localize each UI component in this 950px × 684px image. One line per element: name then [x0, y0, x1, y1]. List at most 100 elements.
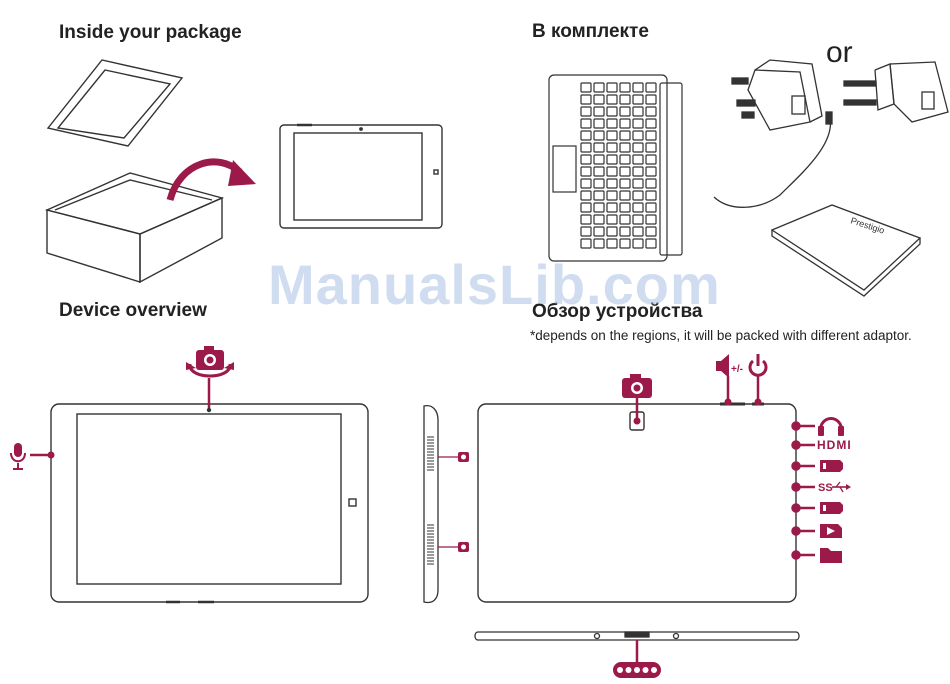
tablet-bottom-illustration: [475, 632, 799, 640]
keyboard-key: [581, 83, 591, 92]
keyboard-key: [594, 227, 604, 236]
keyboard-key: [581, 179, 591, 188]
keyboard-key: [607, 215, 617, 224]
keyboard-key: [646, 179, 656, 188]
keyboard-key: [594, 215, 604, 224]
keyboard-key: [620, 83, 630, 92]
tablet-back-illustration: [478, 404, 796, 602]
arrow-icon: [170, 160, 256, 200]
keyboard-key: [633, 143, 643, 152]
camera-icon: [622, 374, 652, 425]
docking-connector-icon: [613, 640, 661, 678]
keyboard-key: [594, 203, 604, 212]
keyboard-key: [620, 203, 630, 212]
keyboard-key: [633, 95, 643, 104]
keyboard-key: [594, 83, 604, 92]
keyboard-key: [646, 155, 656, 164]
keyboard-key: [633, 131, 643, 140]
keyboard-key: [594, 167, 604, 176]
keyboard-key: [620, 119, 630, 128]
keyboard-key: [607, 155, 617, 164]
side-button-icon: [438, 452, 469, 552]
keyboard-key: [607, 83, 617, 92]
keyboard-key: [581, 215, 591, 224]
pogo-pin: [634, 667, 640, 673]
keyboard-dock-illustration: [549, 75, 682, 261]
volume-label: +/-: [731, 364, 743, 375]
sim-icon: [820, 548, 842, 563]
keyboard-key: [607, 131, 617, 140]
tablet-package-illustration: [280, 125, 442, 228]
keyboard-key: [581, 191, 591, 200]
keyboard-key: [607, 143, 617, 152]
keyboard-key: [620, 167, 630, 176]
keyboard-key: [633, 203, 643, 212]
keyboard-key: [646, 215, 656, 224]
keyboard-key: [646, 107, 656, 116]
package-box-illustration: [47, 60, 222, 282]
keyboard-key: [646, 239, 656, 248]
keyboard-key: [607, 167, 617, 176]
keyboard-key: [594, 191, 604, 200]
keyboard-key: [633, 191, 643, 200]
volume-icon: [716, 354, 732, 406]
keyboard-key: [581, 203, 591, 212]
tablet-front-illustration: [51, 404, 368, 602]
keyboard-key: [633, 215, 643, 224]
keyboard-key: [633, 107, 643, 116]
keyboard-key: [594, 95, 604, 104]
keyboard-key: [594, 239, 604, 248]
keyboard-key: [581, 143, 591, 152]
keyboard-key: [581, 227, 591, 236]
keyboard-key: [620, 239, 630, 248]
keyboard-key: [607, 107, 617, 116]
keyboard-key: [581, 119, 591, 128]
keyboard-key: [633, 239, 643, 248]
keyboard-key: [607, 227, 617, 236]
microsd-icon: [820, 524, 842, 538]
eu-adaptor-illustration: [844, 62, 948, 122]
usb3-icon: [832, 482, 851, 492]
keyboard-key: [620, 143, 630, 152]
keyboard-key: [607, 203, 617, 212]
keyboard-key: [633, 167, 643, 176]
pogo-pin: [617, 667, 623, 673]
keyboard-key: [581, 167, 591, 176]
hdmi-label: HDMI: [817, 438, 852, 452]
keyboard-key: [607, 119, 617, 128]
keyboard-key: [581, 95, 591, 104]
keyboard-key: [620, 107, 630, 116]
keyboard-keys: [581, 83, 656, 248]
keyboard-key: [646, 95, 656, 104]
watermark: ManualsLib.com: [268, 252, 721, 317]
headphone-icon: [818, 419, 844, 437]
keyboard-key: [581, 155, 591, 164]
booklet-illustration: Prestigio: [772, 205, 920, 296]
keyboard-key: [620, 179, 630, 188]
keyboard-key: [581, 107, 591, 116]
camera-rotate-icon: [186, 346, 234, 408]
keyboard-key: [594, 131, 604, 140]
micro-usb-icon-2: [820, 502, 843, 514]
usb3-label: SS: [818, 482, 833, 494]
microphone-icon: [11, 443, 55, 469]
keyboard-key: [594, 119, 604, 128]
keyboard-key: [646, 83, 656, 92]
speaker-grille: [427, 437, 434, 564]
power-icon: [750, 354, 766, 406]
keyboard-key: [607, 239, 617, 248]
keyboard-key: [646, 143, 656, 152]
keyboard-key: [633, 119, 643, 128]
keyboard-key: [620, 155, 630, 164]
keyboard-key: [620, 215, 630, 224]
keyboard-key: [646, 119, 656, 128]
keyboard-key: [594, 179, 604, 188]
keyboard-key: [646, 131, 656, 140]
keyboard-key: [646, 203, 656, 212]
keyboard-key: [633, 227, 643, 236]
keyboard-key: [607, 179, 617, 188]
keyboard-key: [646, 167, 656, 176]
keyboard-key: [594, 143, 604, 152]
pogo-pin: [626, 667, 632, 673]
